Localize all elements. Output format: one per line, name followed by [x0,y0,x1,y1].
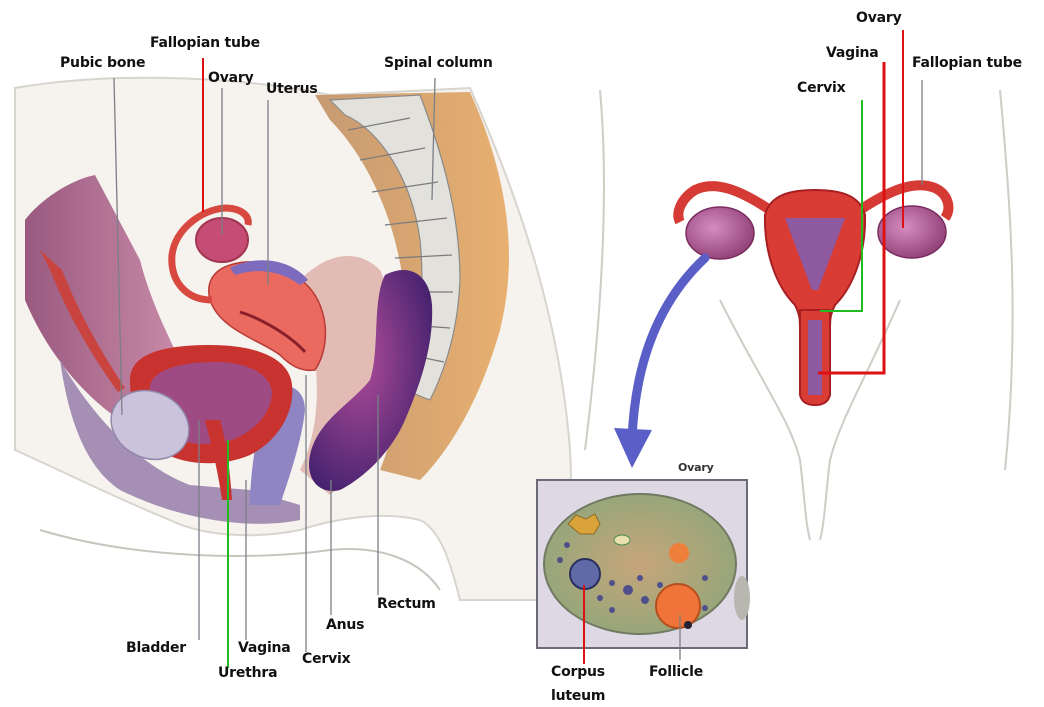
front-vaginal-canal [808,320,822,395]
label-urethra: Urethra [218,665,277,681]
label-bladder: Bladder [126,640,186,656]
label-inset-title: Ovary [678,461,714,474]
inset-ovary-rim [734,576,750,620]
label-ovary-right: Ovary [856,10,902,26]
small-follicle-shape [614,535,630,545]
label-follicle: Follicle [649,664,703,680]
ovary-shape-front-left [686,207,754,259]
label-vagina-right: Vagina [826,45,879,61]
label-fallopian-tube-right: Fallopian tube [912,55,1022,71]
label-rectum: Rectum [377,596,436,612]
follicle-shape-small [669,543,689,563]
ovary-inset [537,480,750,648]
frontal-view [585,90,1013,540]
ovary-shape-front-right [878,206,946,258]
label-cervix-right: Cervix [797,80,845,96]
label-corpus-luteum-line1: Corpus [551,664,605,680]
label-vagina-left: Vagina [238,640,291,656]
label-cervix-left: Cervix [302,651,350,667]
label-pubic-bone: Pubic bone [60,55,145,71]
thigh-outline [40,530,440,590]
zoom-arrow-head [614,428,652,468]
label-fallopian-tube-left: Fallopian tube [150,35,260,51]
follicle-core [684,621,692,629]
label-anus: Anus [326,617,364,633]
follicle-shape [656,584,700,628]
label-spinal-column: Spinal column [384,55,493,71]
sagittal-view [15,78,571,600]
zoom-arrow [632,258,705,440]
label-corpus-luteum-line2: luteum [551,688,605,704]
corpus-luteum-shape [570,559,600,589]
label-ovary-left: Ovary [208,70,254,86]
label-uterus: Uterus [266,81,318,97]
